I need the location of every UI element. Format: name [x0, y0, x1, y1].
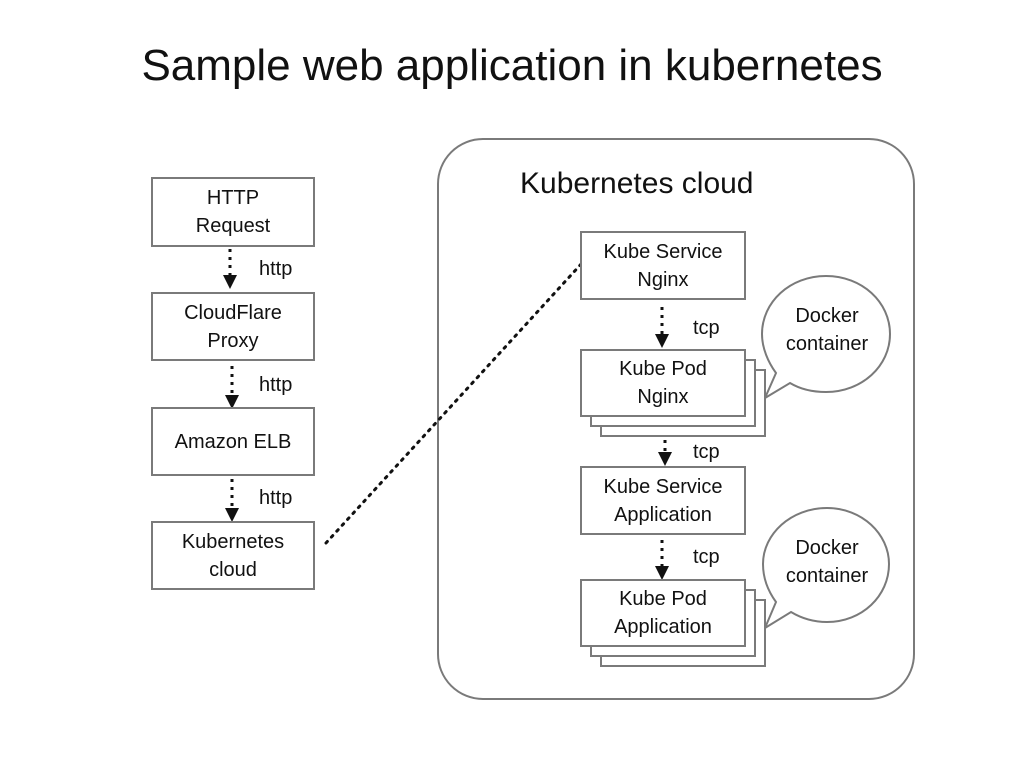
http-label-2: http	[259, 374, 293, 396]
diagram-title: Sample web application in kubernetes	[141, 41, 883, 90]
amazon-elb-box: Amazon ELB	[151, 407, 315, 476]
kube-pod-nginx-box: Kube Pod Nginx	[580, 349, 746, 417]
kube-service-application-box: Kube Service Application	[580, 466, 746, 535]
tcp-label-3: tcp	[693, 546, 720, 568]
tcp-label-2: tcp	[693, 441, 720, 463]
docker-bubble-1	[760, 274, 892, 401]
arrowhead-2	[225, 395, 239, 409]
docker-container-label-1: Docker container	[785, 305, 869, 355]
kubernetes-cloud-title: Kubernetes cloud	[520, 167, 754, 200]
docker-container-label-2: Docker container	[785, 537, 869, 587]
http-request-box: HTTP Request	[151, 177, 315, 247]
http-label-3: http	[259, 487, 293, 509]
arrowhead-1	[223, 275, 237, 289]
link-kubernetes-to-service	[324, 260, 585, 545]
arrowhead-3	[225, 508, 239, 522]
cloudflare-proxy-box: CloudFlare Proxy	[151, 292, 315, 361]
kubernetes-cloud-box: Kubernetes cloud	[151, 521, 315, 590]
docker-bubble-2	[761, 506, 891, 631]
kube-pod-application-box: Kube Pod Application	[580, 579, 746, 647]
http-label-1: http	[259, 258, 293, 280]
tcp-label-1: tcp	[693, 317, 720, 339]
kube-service-nginx-box: Kube Service Nginx	[580, 231, 746, 300]
